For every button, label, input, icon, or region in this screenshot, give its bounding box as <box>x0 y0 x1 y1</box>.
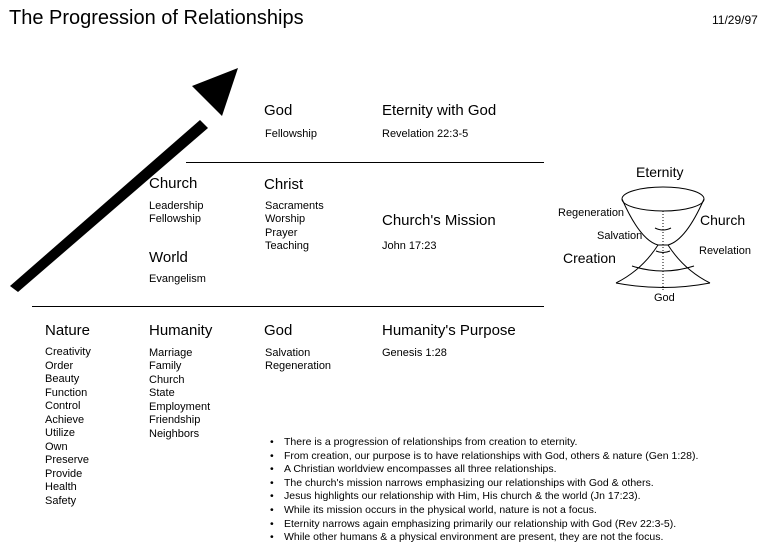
humanity-item: Church <box>149 374 185 386</box>
purpose-reference: Genesis 1:28 <box>382 347 447 359</box>
humanity-item: Neighbors <box>149 428 200 440</box>
page-title: The Progression of Relationships <box>9 7 304 29</box>
church-item-fellowship: Fellowship <box>149 213 201 225</box>
church-heading: Church <box>149 175 198 192</box>
christ-item-worship: Worship <box>265 213 306 225</box>
hourglass-diagram <box>615 186 711 291</box>
christ-item-sacraments: Sacraments <box>265 200 324 212</box>
god-item-fellowship: Fellowship <box>265 128 317 140</box>
humanity-item: Employment <box>149 401 211 413</box>
hourglass-label-salvation: Salvation <box>597 230 643 242</box>
nature-item: Provide <box>45 468 83 480</box>
nature-heading: Nature <box>45 322 91 339</box>
progression-arrow <box>10 68 238 292</box>
note-item: A Christian worldview encompasses all th… <box>268 463 698 477</box>
note-item: There is a progression of relationships … <box>268 436 698 450</box>
note-item: Eternity narrows again emphasizing prima… <box>268 518 698 532</box>
humanity-heading: Humanity <box>149 322 213 339</box>
nature-item: Function <box>45 387 88 399</box>
note-item: Jesus highlights our relationship with H… <box>268 490 698 504</box>
hourglass-label-church: Church <box>700 212 746 228</box>
eternity-heading: Eternity with God <box>382 102 497 119</box>
mission-reference: John 17:23 <box>382 240 437 252</box>
note-item: The church's mission narrows emphasizing… <box>268 477 698 491</box>
humanity-item: Family <box>149 360 182 372</box>
humanity-item: Friendship <box>149 414 201 426</box>
nature-item: Own <box>45 441 68 453</box>
nature-item: Health <box>45 481 77 493</box>
purpose-heading: Humanity's Purpose <box>382 322 516 339</box>
hourglass-label-revelation: Revelation <box>699 245 751 257</box>
date-stamp: 11/29/97 <box>712 13 758 27</box>
nature-item: Utilize <box>45 427 75 439</box>
eternity-reference: Revelation 22:3-5 <box>382 128 469 140</box>
nature-item: Safety <box>45 495 77 507</box>
god-item-regeneration: Regeneration <box>265 360 332 372</box>
christ-heading: Christ <box>264 176 304 193</box>
nature-item: Beauty <box>45 373 80 385</box>
note-item: While other humans & a physical environm… <box>268 531 698 545</box>
note-item: While its mission occurs in the physical… <box>268 504 698 518</box>
god-heading-top: God <box>264 102 293 119</box>
nature-item: Achieve <box>45 414 85 426</box>
mission-heading: Church's Mission <box>382 212 496 229</box>
church-item-leadership: Leadership <box>149 200 204 212</box>
hourglass-label-eternity: Eternity <box>636 164 684 180</box>
god-item-salvation: Salvation <box>265 347 311 359</box>
humanity-item: Marriage <box>149 347 193 359</box>
divider-top <box>186 162 544 163</box>
divider-bottom <box>32 306 544 307</box>
notes-list: There is a progression of relationships … <box>268 436 698 545</box>
note-item: From creation, our purpose is to have re… <box>268 450 698 464</box>
nature-item: Preserve <box>45 454 90 466</box>
hourglass-label-god: God <box>654 292 675 304</box>
god-heading-bottom: God <box>264 322 293 339</box>
world-item-evangelism: Evangelism <box>149 273 206 285</box>
christ-item-prayer: Prayer <box>265 227 298 239</box>
nature-item: Order <box>45 360 74 372</box>
nature-item: Creativity <box>45 346 91 358</box>
humanity-item: State <box>149 387 175 399</box>
christ-item-teaching: Teaching <box>265 240 310 252</box>
hourglass-label-creation: Creation <box>563 250 616 266</box>
hourglass-label-regeneration: Regeneration <box>558 207 625 219</box>
nature-item: Control <box>45 400 81 412</box>
world-heading: World <box>149 249 188 266</box>
